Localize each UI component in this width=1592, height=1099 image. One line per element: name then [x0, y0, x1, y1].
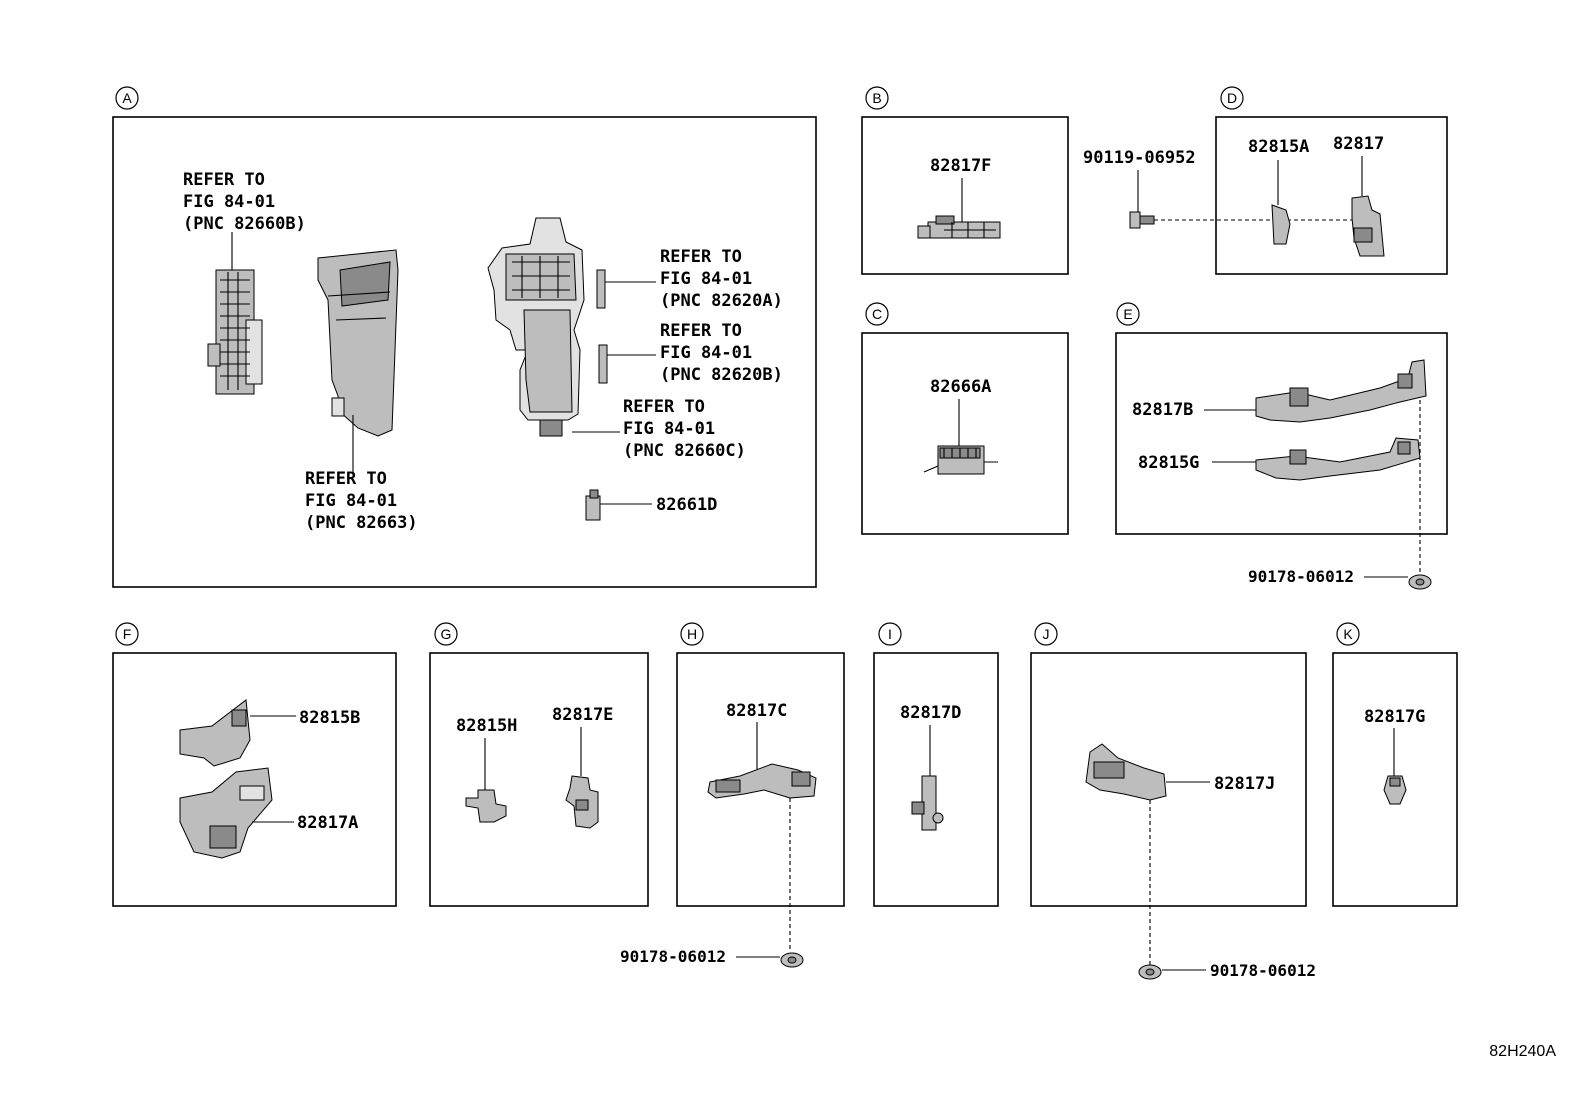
section-e: E 82817B 82815G 90178-06012 [1115, 302, 1448, 590]
fuse-a-icon [596, 269, 606, 309]
ref2-line2: FIG 84-01 [305, 491, 397, 511]
ref5-line3: (PNC 82660C) [623, 441, 746, 461]
bracket-82817e-icon [565, 775, 599, 829]
part-82817e-label: 82817E [552, 705, 613, 725]
section-d-box [1215, 116, 1448, 275]
section-a: A REFER TO FIG 84-01 (PNC 82660B) REFER … [112, 86, 817, 588]
bracket-82815a-icon [1271, 204, 1291, 245]
section-h-box [676, 652, 845, 907]
ref5-line2: FIG 84-01 [623, 419, 715, 439]
bracket-82815h-icon [465, 789, 507, 823]
clip-e-label: 90178-06012 [1248, 567, 1354, 586]
part-82817j-label: 82817J [1214, 774, 1275, 794]
section-a-marker: A [122, 90, 132, 106]
module-82666a-icon [923, 445, 998, 475]
section-k: K 82817G [1332, 622, 1458, 907]
section-f-marker: F [123, 626, 132, 642]
ref1-line1: REFER TO [183, 170, 265, 190]
relay-icon [585, 489, 601, 521]
bracket-82817a-icon [179, 767, 273, 859]
bracket-82817d-icon [911, 775, 944, 831]
bracket-82815b-icon [179, 699, 251, 767]
junction-block-frame-icon [487, 217, 585, 437]
section-f: F 82815B 82817A [112, 622, 397, 907]
part-82817d-label: 82817D [900, 703, 961, 723]
clip-e-icon [1408, 574, 1432, 590]
clip-h-icon [780, 952, 804, 968]
clip-j-label: 90178-06012 [1210, 961, 1316, 980]
ref5-line1: REFER TO [623, 397, 705, 417]
ref2-line1: REFER TO [305, 469, 387, 489]
bolt-icon [1129, 211, 1155, 229]
section-d: D 90119-06952 82815A 82817 [1083, 86, 1448, 275]
figure-code: 82H240A [1489, 1043, 1556, 1060]
connector-block-icon [207, 269, 263, 395]
part-82815h-label: 82815H [456, 716, 517, 736]
part-82817g-label: 82817G [1364, 707, 1425, 727]
section-j-marker: J [1043, 626, 1050, 642]
section-b: B 82817F [861, 86, 1069, 275]
section-b-marker: B [872, 90, 881, 106]
ref3-line3: (PNC 82620A) [660, 291, 783, 311]
section-c: C 82666A [861, 302, 1069, 535]
section-i-marker: I [888, 626, 892, 642]
ref4-line3: (PNC 82620B) [660, 365, 783, 385]
section-h: H 82817C 90178-06012 [620, 622, 845, 968]
part-82815g-label: 82815G [1138, 453, 1199, 473]
ref3-line1: REFER TO [660, 247, 742, 267]
clip-82817g-icon [1383, 775, 1407, 805]
ref3-line2: FIG 84-01 [660, 269, 752, 289]
section-i-box [873, 652, 999, 907]
ref1-line3: (PNC 82660B) [183, 214, 306, 234]
junction-cover-icon [317, 249, 399, 437]
section-h-marker: H [687, 626, 697, 642]
section-d-marker: D [1227, 90, 1237, 106]
fuse-b-icon [598, 344, 608, 384]
section-g: G 82815H 82817E [429, 622, 649, 907]
part-82815a-label: 82815A [1248, 137, 1309, 157]
bracket-82817c-icon [707, 763, 817, 799]
clip-j-icon [1138, 964, 1162, 980]
ref1-line2: FIG 84-01 [183, 192, 275, 212]
ref2-line3: (PNC 82663) [305, 513, 418, 533]
section-j: J 82817J 90178-06012 [1030, 622, 1316, 980]
part-82817c-label: 82817C [726, 701, 787, 721]
part-82815b-label: 82815B [299, 708, 360, 728]
section-b-box [861, 116, 1069, 275]
section-e-box [1115, 332, 1448, 535]
section-c-box [861, 332, 1069, 535]
section-c-marker: C [872, 306, 882, 322]
section-a-box [112, 116, 817, 588]
part-82817-label: 82817 [1333, 134, 1384, 154]
part-82661d-label: 82661D [656, 495, 717, 515]
section-e-marker: E [1123, 306, 1132, 322]
section-k-box [1332, 652, 1458, 907]
section-g-box [429, 652, 649, 907]
bracket-82815g-icon [1255, 437, 1421, 481]
bracket-82817f-icon [917, 215, 1001, 239]
section-k-marker: K [1343, 626, 1353, 642]
ref4-line1: REFER TO [660, 321, 742, 341]
ref4-line2: FIG 84-01 [660, 343, 752, 363]
section-g-marker: G [441, 626, 452, 642]
part-82817b-label: 82817B [1132, 400, 1193, 420]
bracket-82817-icon [1351, 195, 1385, 257]
section-f-box [112, 652, 397, 907]
part-82817a-label: 82817A [297, 813, 358, 833]
part-82666a-label: 82666A [930, 377, 991, 397]
clip-h-label: 90178-06012 [620, 947, 726, 966]
bracket-82817b-icon [1255, 359, 1427, 423]
section-i: I 82817D [873, 622, 999, 907]
bracket-82817j-icon [1085, 743, 1167, 801]
part-82817f-label: 82817F [930, 156, 991, 176]
section-j-box [1030, 652, 1307, 907]
bolt-90119-label: 90119-06952 [1083, 148, 1196, 168]
